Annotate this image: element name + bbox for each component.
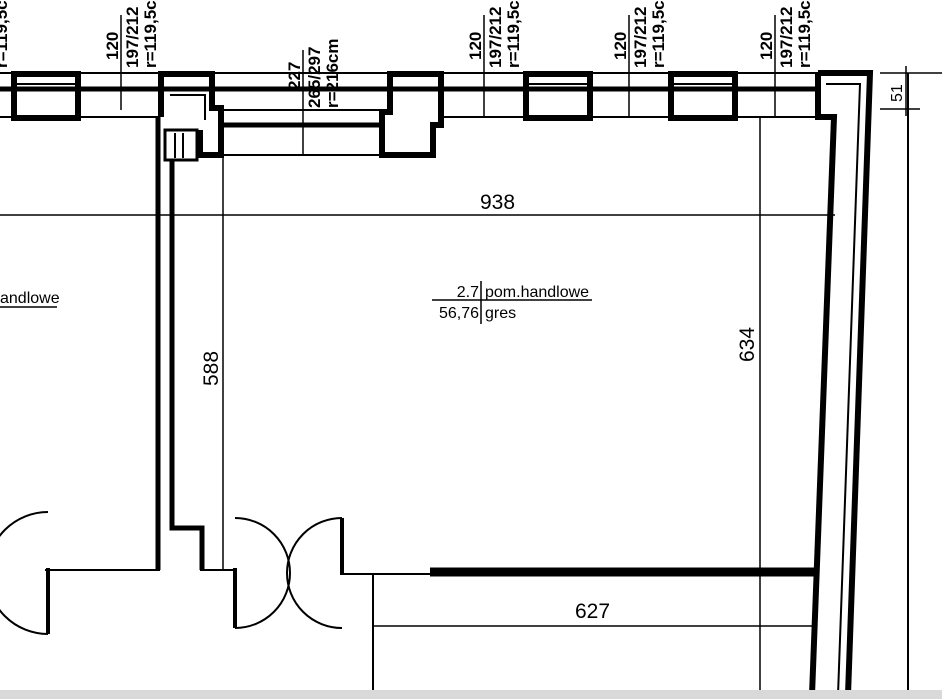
window-label-3: 120 197/212 r=119,5c	[611, 0, 668, 68]
door-swing-1	[234, 517, 291, 629]
dimension-right-height: 634	[736, 327, 759, 362]
dimension-bottom-width: 627	[575, 600, 610, 623]
door-label: 227 265/297 r=216cm	[285, 39, 342, 108]
window-label-2: 120 197/212 r=119,5c	[466, 0, 523, 68]
svg-text:197/212: 197/212	[631, 7, 650, 68]
svg-text:120: 120	[466, 32, 485, 60]
dimension-room-width: 938	[480, 191, 515, 214]
window-2	[523, 71, 593, 121]
door-swing-left	[0, 511, 49, 635]
svg-text:r=119,5c: r=119,5c	[504, 0, 523, 68]
svg-text:r=119,5c: r=119,5c	[649, 0, 668, 68]
svg-text:56,76: 56,76	[439, 305, 479, 322]
bottom-edge-bar	[0, 690, 942, 699]
walls	[0, 70, 909, 696]
dimension-lines	[0, 15, 942, 695]
window-label-partial: r=119,5c	[0, 0, 11, 68]
svg-text:gres: gres	[485, 305, 516, 322]
window-1	[11, 71, 81, 121]
door-swing-2	[286, 517, 343, 629]
svg-text:227: 227	[285, 62, 304, 90]
svg-text:andlowe: andlowe	[0, 290, 60, 307]
window-label-4: 120 197/212 r=119,5c	[757, 0, 814, 68]
svg-text:120: 120	[757, 32, 776, 60]
svg-text:265/297: 265/297	[305, 47, 324, 108]
window-3	[668, 71, 738, 121]
dimension-wall-thickness: 51	[889, 84, 906, 102]
svg-text:197/212: 197/212	[777, 7, 796, 68]
svg-text:pom.handlowe: pom.handlowe	[485, 284, 589, 301]
dimension-left-height: 588	[200, 351, 223, 386]
svg-text:2.7: 2.7	[457, 284, 479, 301]
svg-text:r=119,5c: r=119,5c	[141, 0, 160, 68]
svg-text:r=216cm: r=216cm	[323, 39, 342, 108]
left-room-label: andlowe	[0, 290, 60, 308]
window-label-1: 120 197/212 r=119,5c	[103, 0, 160, 68]
svg-text:197/212: 197/212	[123, 7, 142, 68]
svg-text:120: 120	[103, 32, 122, 60]
svg-text:r=119,5c: r=119,5c	[795, 0, 814, 68]
room-label: 2.7 pom.handlowe 56,76 gres	[432, 281, 592, 324]
svg-text:120: 120	[611, 32, 630, 60]
svg-text:197/212: 197/212	[486, 7, 505, 68]
